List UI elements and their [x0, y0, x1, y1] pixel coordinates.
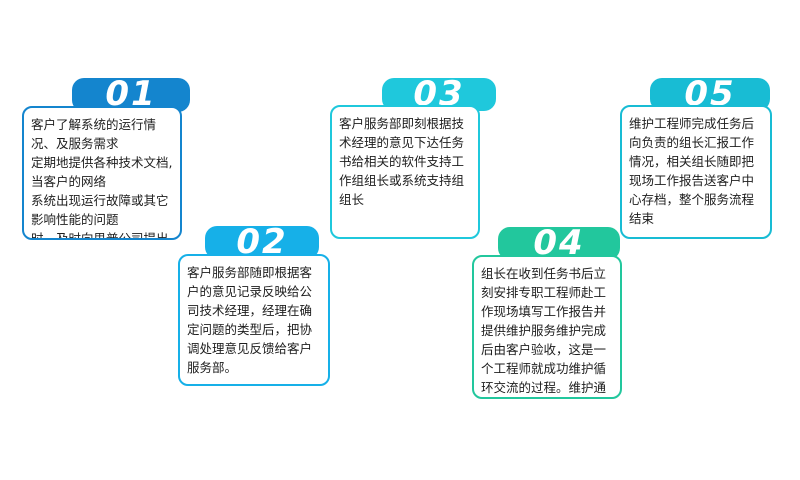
step-03-number: 03 — [413, 73, 465, 114]
step-02-text: 客户服务部随即根据客户的意见记录反映给公司技术经理，经理在确定问题的类型后，把协… — [187, 265, 313, 375]
step-04-number-tab: 04 — [498, 222, 620, 263]
step-04-number: 04 — [533, 222, 585, 263]
step-05-card: 维护工程师完成任务后向负责的组长汇报工作情况，相关组长随即把现场工作报告送客户中… — [620, 105, 772, 239]
step-03-card: 客户服务部即刻根据技术经理的意见下达任务书给相关的软件支持工作组组长或系统支持组… — [330, 105, 480, 239]
step-05-text: 维护工程师完成任务后向负责的组长汇报工作情况，相关组长随即把现场工作报告送客户中… — [629, 116, 755, 226]
step-01-card: 客户了解系统的运行情况、及服务需求 定期地提供各种技术文档,当客户的网络 系统出… — [22, 106, 182, 240]
step-05-number: 05 — [684, 73, 736, 114]
step-04-text: 组长在收到任务书后立刻安排专职工程师赴工作现场填写工作报告并提供维护服务维护完成… — [481, 266, 607, 395]
step-01-text: 客户了解系统的运行情况、及服务需求 定期地提供各种技术文档,当客户的网络 系统出… — [31, 117, 173, 240]
step-01-number: 01 — [105, 74, 157, 114]
step-03-text: 客户服务部即刻根据技术经理的意见下达任务书给相关的软件支持工作组组长或系统支持组… — [339, 116, 465, 207]
step-02-number: 02 — [236, 221, 288, 262]
step-02-number-tab: 02 — [205, 221, 319, 262]
step-02-card: 客户服务部随即根据客户的意见记录反映给公司技术经理，经理在确定问题的类型后，把协… — [178, 254, 330, 386]
step-04-card: 组长在收到任务书后立刻安排专职工程师赴工作现场填写工作报告并提供维护服务维护完成… — [472, 255, 622, 399]
